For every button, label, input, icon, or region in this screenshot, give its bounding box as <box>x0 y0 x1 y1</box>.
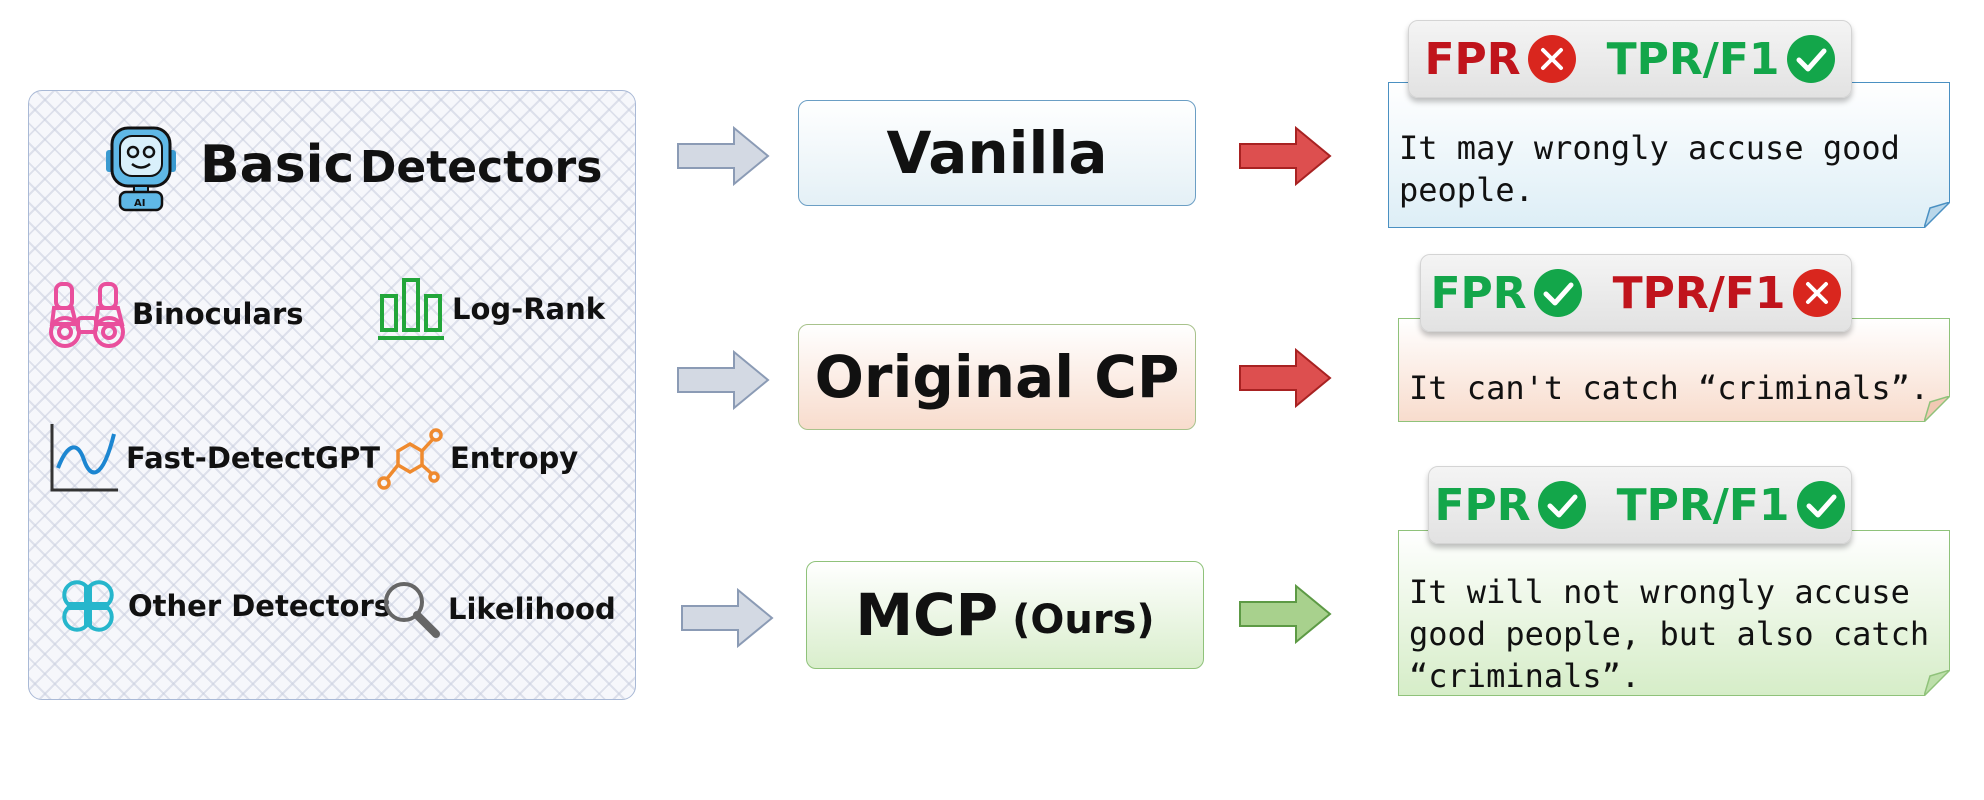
clover-icon <box>62 580 114 632</box>
molecule-icon <box>377 428 443 490</box>
output-arrow-original-cp <box>1239 348 1332 408</box>
result-text: It will not wrongly accuse good people, … <box>1409 573 1930 695</box>
page-fold-icon <box>1924 202 1950 228</box>
status-tag-mcp: FPR TPR/F1 <box>1428 466 1852 544</box>
cross-icon <box>1527 35 1576 83</box>
result-note-original-cp: It can't catch “criminals”. <box>1398 318 1950 422</box>
panel-title: Basic Detectors <box>200 135 602 195</box>
method-original-cp: Original CP <box>798 324 1196 430</box>
line-chart-icon <box>50 424 118 492</box>
tpr-label: TPR/F1 <box>1606 33 1780 85</box>
detector-label: Binoculars <box>132 297 304 331</box>
output-arrow-vanilla <box>1239 126 1332 186</box>
detector-binoculars: Binoculars <box>48 278 304 350</box>
check-icon <box>1796 481 1845 529</box>
method-label: MCP <box>855 581 999 649</box>
method-vanilla: Vanilla <box>798 100 1196 206</box>
detector-label: Likelihood <box>448 592 616 626</box>
detector-label: Other Detectors <box>128 589 392 623</box>
input-arrow-original-cp <box>677 350 770 410</box>
detector-entropy: Entropy <box>376 424 578 492</box>
method-mcp: MCP (Ours) <box>806 561 1204 669</box>
status-tag-original-cp: FPR TPR/F1 <box>1420 254 1852 332</box>
input-arrow-vanilla <box>677 126 770 186</box>
result-text: It can't catch “criminals”. <box>1409 369 1930 407</box>
page-fold-icon <box>1924 396 1950 422</box>
check-icon <box>1786 35 1835 83</box>
status-tag-vanilla: FPR TPR/F1 <box>1408 20 1852 98</box>
result-note-mcp: It will not wrongly accuse good people, … <box>1398 530 1950 696</box>
detector-label: Entropy <box>450 441 579 475</box>
detector-label: Fast-DetectGPT <box>126 441 381 475</box>
fpr-label: FPR <box>1434 479 1531 531</box>
detector-log-rank: Log-Rank <box>376 276 605 342</box>
method-suffix: (Ours) <box>1012 597 1155 643</box>
output-arrow-mcp <box>1239 584 1332 644</box>
fpr-label: FPR <box>1430 267 1527 319</box>
panel-title-sub: Detectors <box>359 142 603 193</box>
bar-chart-icon <box>378 278 444 340</box>
detector-other: Other Detectors <box>54 572 391 640</box>
check-icon <box>1537 481 1586 529</box>
magnifier-icon <box>384 582 440 638</box>
binoculars-icon <box>49 282 125 348</box>
result-note-vanilla: It may wrongly accuse good people. <box>1388 82 1950 228</box>
tpr-label: TPR/F1 <box>1616 479 1790 531</box>
panel-title-main: Basic <box>200 135 355 195</box>
detector-label: Log-Rank <box>452 292 606 326</box>
cross-icon <box>1792 269 1841 317</box>
detector-likelihood: Likelihood <box>380 578 616 640</box>
robot-icon: AI <box>106 126 176 212</box>
check-icon <box>1533 269 1582 317</box>
method-label: Vanilla <box>886 119 1108 187</box>
result-text: It may wrongly accuse good people. <box>1399 129 1900 209</box>
detector-fast-detectgpt: Fast-DetectGPT <box>48 422 380 494</box>
input-arrow-mcp <box>681 588 774 648</box>
fpr-label: FPR <box>1424 33 1521 85</box>
page-fold-icon <box>1924 670 1950 696</box>
svg-text:AI: AI <box>134 198 145 209</box>
tpr-label: TPR/F1 <box>1612 267 1786 319</box>
method-label: Original CP <box>814 343 1180 411</box>
